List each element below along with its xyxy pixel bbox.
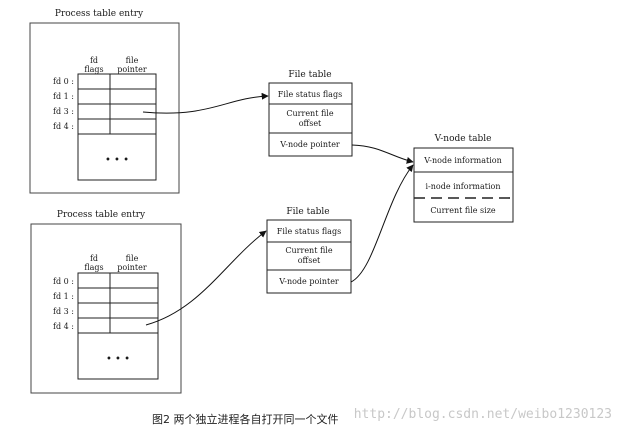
col-file-pointer-label: pointer [117, 263, 147, 272]
arrow-fd4-to-file-table-2 [145, 230, 267, 326]
col-file-pointer-label: file [126, 254, 139, 263]
fd-row-label: fd 1 : [53, 292, 74, 301]
fd-row-label: fd 0 : [53, 277, 74, 286]
file-table-title-1: File table [288, 70, 331, 80]
file-status-flags: File status flags [277, 227, 341, 236]
file-status-flags: File status flags [278, 90, 342, 99]
fd-row-label: fd 3 : [53, 307, 74, 316]
col-file-pointer-label: pointer [117, 65, 147, 74]
vnode-table: V-node table V-node information i-node i… [413, 134, 514, 223]
col-fd-flags-label: fd [90, 56, 98, 65]
col-fd-flags-label: flags [84, 65, 103, 74]
ellipsis: • • • [106, 354, 130, 365]
current-file-offset: offset [298, 256, 321, 265]
current-file-offset: Current file [285, 246, 332, 255]
ellipsis: • • • [105, 155, 129, 166]
arrow-file-table-2-to-vnode [350, 164, 414, 283]
file-table-1: File table File status flags Current fil… [268, 70, 353, 157]
current-file-offset: Current file [286, 109, 333, 118]
vnode-information: V-node information [423, 156, 502, 165]
fd-row-label: fd 3 : [53, 107, 74, 116]
current-file-offset: offset [299, 119, 322, 128]
process-table-title-2: Process table entry [57, 210, 146, 220]
fd-row-label: fd 1 : [53, 92, 74, 101]
inode-information: i-node information [425, 182, 500, 191]
fd-row-label: fd 0 : [53, 77, 74, 86]
arrow-fd3-to-file-table-1 [142, 92, 269, 114]
col-fd-flags-label: flags [84, 263, 103, 272]
current-file-size: Current file size [430, 206, 496, 215]
fd-table-2 [77, 272, 159, 380]
watermark: http://blog.csdn.net/weibo1230123 [354, 407, 612, 422]
file-table-2: File table File status flags Current fil… [266, 207, 352, 294]
vnode-table-box [413, 147, 514, 223]
file-table-box-1 [268, 82, 353, 157]
fd-row-label: fd 4 : [53, 122, 74, 131]
col-fd-flags-label: fd [90, 254, 98, 263]
col-file-pointer-label: file [126, 56, 139, 65]
vnode-pointer: V-node pointer [278, 277, 339, 286]
fd-row-label: fd 4 : [53, 322, 74, 331]
process-table-entry-2: Process table entry fd flags file pointe… [30, 210, 182, 394]
figure-caption: 图2 两个独立进程各自打开同一个文件 [152, 412, 339, 426]
file-table-box-2 [266, 219, 352, 294]
fd-table-1 [77, 73, 157, 181]
arrow-file-table-1-to-vnode [351, 144, 414, 164]
vnode-pointer: V-node pointer [279, 140, 340, 149]
vnode-table-title: V-node table [434, 134, 492, 144]
process-table-title-1: Process table entry [55, 9, 144, 19]
file-table-title-2: File table [286, 207, 329, 217]
process-table-entry-1: Process table entry fd flags file pointe… [29, 9, 180, 194]
